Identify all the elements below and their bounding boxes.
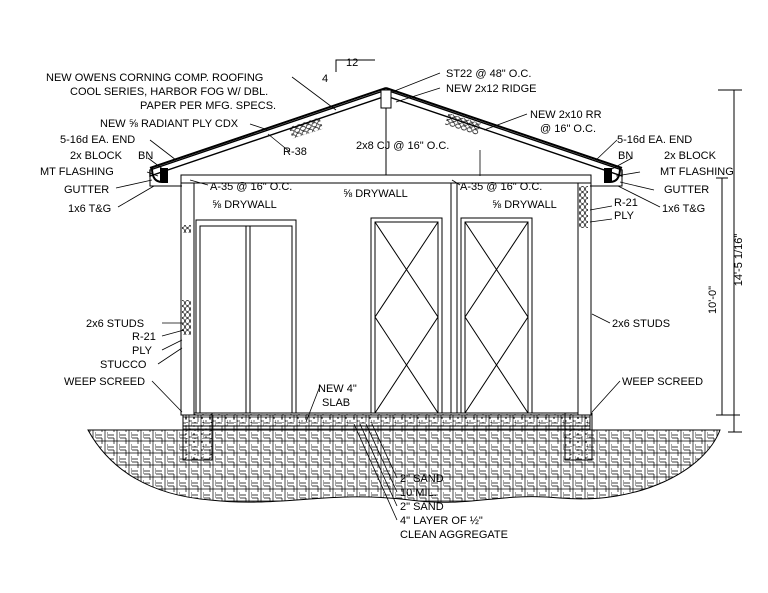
door-right	[460, 217, 533, 414]
insulation-left	[182, 300, 191, 335]
label-roofing-2: COOL SERIES, HARBOR FOG W/ DBL.	[70, 86, 268, 98]
label-slab-1: NEW 4"	[318, 383, 357, 395]
label-sand-1: 2" SAND	[400, 473, 444, 485]
door-left	[195, 219, 297, 414]
annotations: NEW OWENS CORNING COMP. ROOFING COOL SER…	[40, 68, 734, 541]
slab	[182, 412, 591, 427]
label-a35-left: A-35 @ 16" O.C.	[210, 181, 292, 193]
label-r21-right: R-21	[614, 197, 638, 209]
label-r21-left: R-21	[132, 331, 156, 343]
label-studs-left: 2x6 STUDS	[86, 318, 144, 330]
label-flashing-left: MT FLASHING	[40, 166, 114, 178]
footing-left	[182, 412, 213, 461]
label-rr-2: @ 16" O.C.	[540, 123, 596, 135]
insulation-left-top	[182, 225, 191, 233]
label-roofing-3: PAPER PER MFG. SPECS.	[140, 100, 276, 112]
wall-left	[180, 179, 195, 416]
label-tg-left: 1x6 T&G	[68, 203, 111, 215]
label-roofing-1: NEW OWENS CORNING COMP. ROOFING	[46, 72, 263, 84]
label-tg-right: 1x6 T&G	[662, 203, 705, 215]
dim-overall-height: 14'-5 1/16"	[733, 234, 745, 287]
label-drywall-center: ⅝ DRYWALL	[343, 188, 408, 200]
label-drywall-right: ⅝ DRYWALL	[492, 199, 557, 211]
label-ply-left: PLY	[132, 345, 153, 357]
label-nail-left: 5-16d EA. END	[60, 134, 135, 146]
label-flashing-right: MT FLASHING	[660, 166, 734, 178]
label-bn-right: BN	[618, 150, 633, 162]
slope-triangle	[335, 59, 375, 72]
label-rr-1: NEW 2x10 RR	[530, 109, 602, 121]
door-center	[370, 217, 443, 414]
earth-hatch	[87, 414, 721, 503]
dim-wall-height: 10'-0"	[707, 286, 719, 314]
label-gutter-left: GUTTER	[64, 184, 109, 196]
roof-insulation-left	[288, 117, 324, 139]
label-stucco: STUCCO	[100, 359, 147, 371]
label-r38: R-38	[283, 146, 307, 158]
label-radiant-ply: NEW ⅝ RADIANT PLY CDX	[100, 118, 239, 130]
label-weep-right: WEEP SCREED	[622, 376, 703, 388]
label-ply-right: PLY	[614, 210, 635, 222]
label-a35-right: A-35 @ 16" O.C.	[460, 181, 542, 193]
roof-line-right	[385, 87, 623, 169]
label-aggregate-2: CLEAN AGGREGATE	[400, 529, 508, 541]
footing-right	[564, 412, 593, 461]
block-left	[160, 168, 168, 182]
label-block-left: 2x BLOCK	[70, 150, 123, 162]
label-mil: 10 MIL.	[400, 487, 437, 499]
label-cj: 2x8 CJ @ 16" O.C.	[356, 140, 449, 152]
label-st22: ST22 @ 48" O.C.	[446, 68, 531, 80]
roof-insulation-right	[444, 113, 482, 135]
label-studs-right: 2x6 STUDS	[612, 318, 670, 330]
label-drywall-left: ⅝ DRYWALL	[212, 199, 277, 211]
label-aggregate-1: 4" LAYER OF ½"	[400, 515, 483, 527]
insulation-right	[579, 186, 588, 228]
slope-run: 12	[346, 57, 358, 69]
label-slab-2: SLAB	[322, 397, 350, 409]
label-bn-left: BN	[138, 150, 153, 162]
label-ridge: NEW 2x12 RIDGE	[446, 83, 536, 95]
ridge-beam	[380, 89, 392, 109]
label-weep-left: WEEP SCREED	[64, 376, 145, 388]
label-sand-2: 2" SAND	[400, 501, 444, 513]
block-right	[604, 168, 612, 182]
label-gutter-right: GUTTER	[664, 184, 709, 196]
label-block-right: 2x BLOCK	[664, 150, 717, 162]
label-nail-right: 5-16d EA. END	[617, 134, 692, 146]
roof-line-left	[149, 87, 387, 169]
slope-rise: 4	[322, 73, 328, 85]
leader-lines	[115, 72, 661, 521]
eave-left	[149, 170, 182, 187]
